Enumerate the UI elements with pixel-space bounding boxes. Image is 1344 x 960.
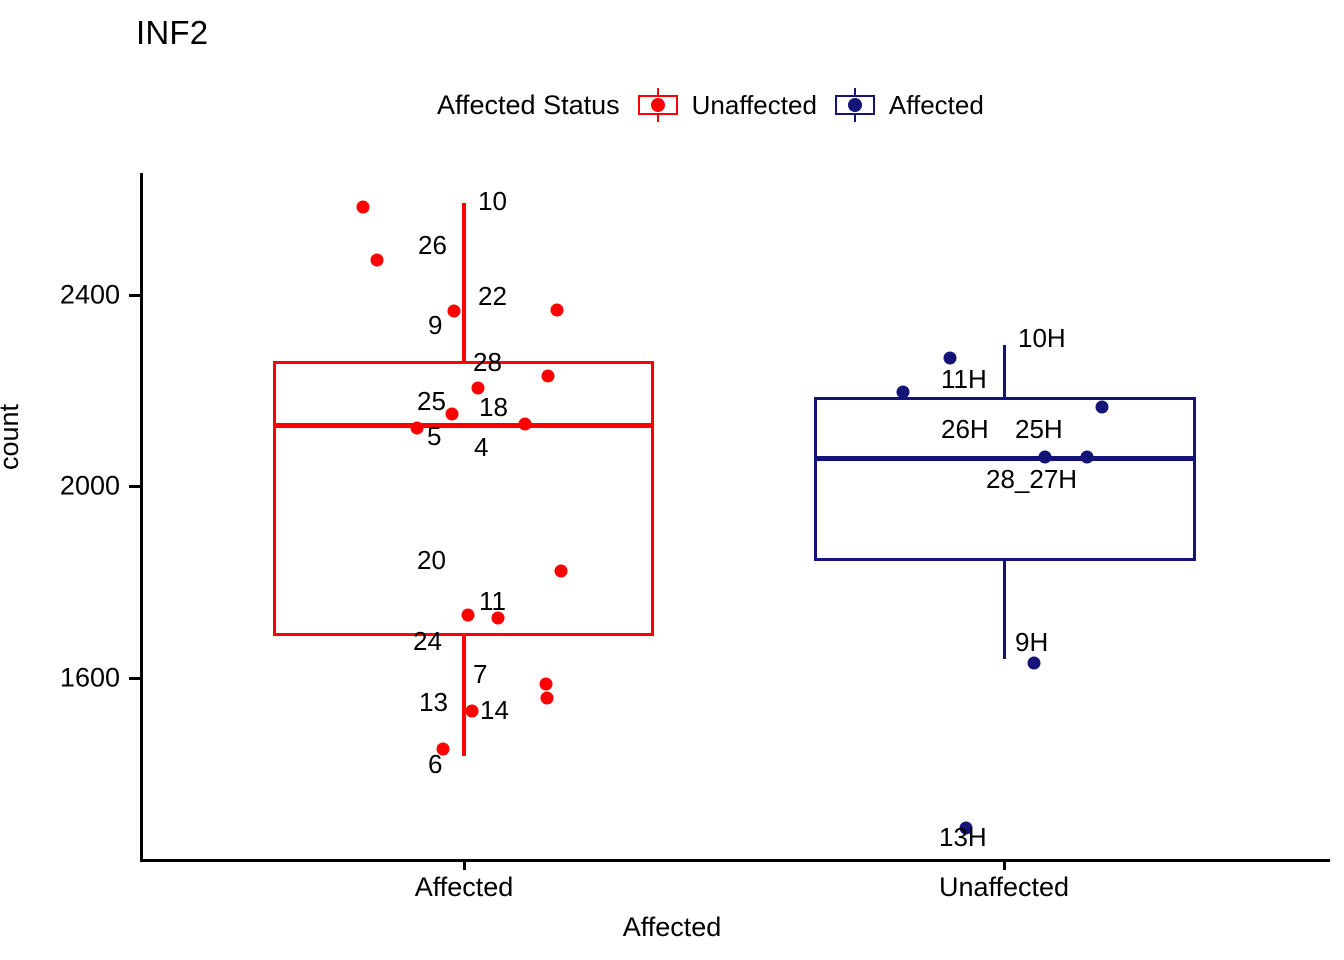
data-point[interactable] [943,351,957,365]
data-point[interactable] [461,608,475,622]
data-point[interactable] [370,253,384,267]
x-tick [463,859,466,870]
legend-item-unaffected[interactable]: Unaffected [634,88,817,122]
data-point-label: 4 [474,432,489,462]
data-point[interactable] [356,200,370,214]
data-point[interactable] [554,564,568,578]
y-tick [129,677,140,680]
data-point-label: 14 [480,695,509,725]
data-point-label: 18 [479,392,508,422]
data-point-label: 25 [417,386,446,416]
data-point[interactable] [1095,400,1109,414]
legend: Affected Status Unaffected Affected [437,88,984,122]
data-point[interactable] [518,417,532,431]
data-point[interactable] [410,421,424,435]
data-point-label: 28 [473,347,502,377]
data-point[interactable] [436,742,450,756]
data-point-label: 13H [939,822,987,852]
data-point[interactable] [465,704,479,718]
data-point-label: 22 [478,281,507,311]
x-tick [1003,859,1006,870]
median-line [814,455,1196,461]
whisker-upper [462,203,466,361]
data-point-label: 5 [427,421,442,451]
data-point-label: 25H [1015,414,1063,444]
data-point-label: 28_27H [986,464,1078,494]
y-tick [129,294,140,297]
data-point[interactable] [550,303,564,317]
data-point-label: 24 [413,626,442,656]
data-point[interactable] [1027,656,1041,670]
x-axis-line [140,859,1330,862]
data-point-label: 26 [418,230,447,260]
whisker-upper [1002,345,1006,397]
legend-label-unaffected: Unaffected [691,89,817,120]
boxplot-key-icon [831,88,879,122]
data-point[interactable] [539,677,553,691]
data-point-label: 7 [473,659,488,689]
data-point-label: 11 [479,586,506,616]
data-point[interactable] [447,304,461,318]
data-point-label: 26H [941,414,989,444]
data-point[interactable] [541,369,555,383]
y-tick-label: 1600 [59,662,120,693]
data-point[interactable] [445,407,459,421]
data-point-label: 10H [1018,323,1066,353]
data-point[interactable] [896,385,910,399]
data-point[interactable] [471,381,485,395]
data-point-label: 13 [419,687,448,717]
data-point-label: 10 [478,186,507,216]
y-tick-label: 2000 [59,470,120,501]
data-point-label: 20 [417,545,446,575]
y-tick-label: 2400 [59,279,120,310]
data-point-label: 9 [428,310,443,340]
data-point[interactable] [1080,450,1094,464]
data-point-label: 6 [428,749,443,779]
x-axis-label: Affected [622,912,722,942]
x-tick-label-unaffected: Unaffected [938,872,1070,902]
y-axis-line [140,173,143,862]
x-tick-label-affected: Affected [414,872,514,902]
median-line [273,422,654,428]
legend-title: Affected Status [437,89,620,120]
legend-label-affected: Affected [888,89,984,120]
data-point[interactable] [1038,450,1052,464]
box [814,397,1196,561]
data-point[interactable] [540,691,554,705]
data-point[interactable] [491,611,505,625]
whisker-lower [462,636,466,756]
boxplot-key-icon [634,88,682,122]
data-point[interactable] [959,821,973,835]
page-title: INF2 [136,14,209,51]
box [273,361,654,636]
data-point-label: 9H [1015,627,1049,657]
data-point-label: 11H [941,364,987,394]
y-tick [129,485,140,488]
whisker-lower [1002,561,1006,659]
legend-item-affected[interactable]: Affected [831,88,984,122]
